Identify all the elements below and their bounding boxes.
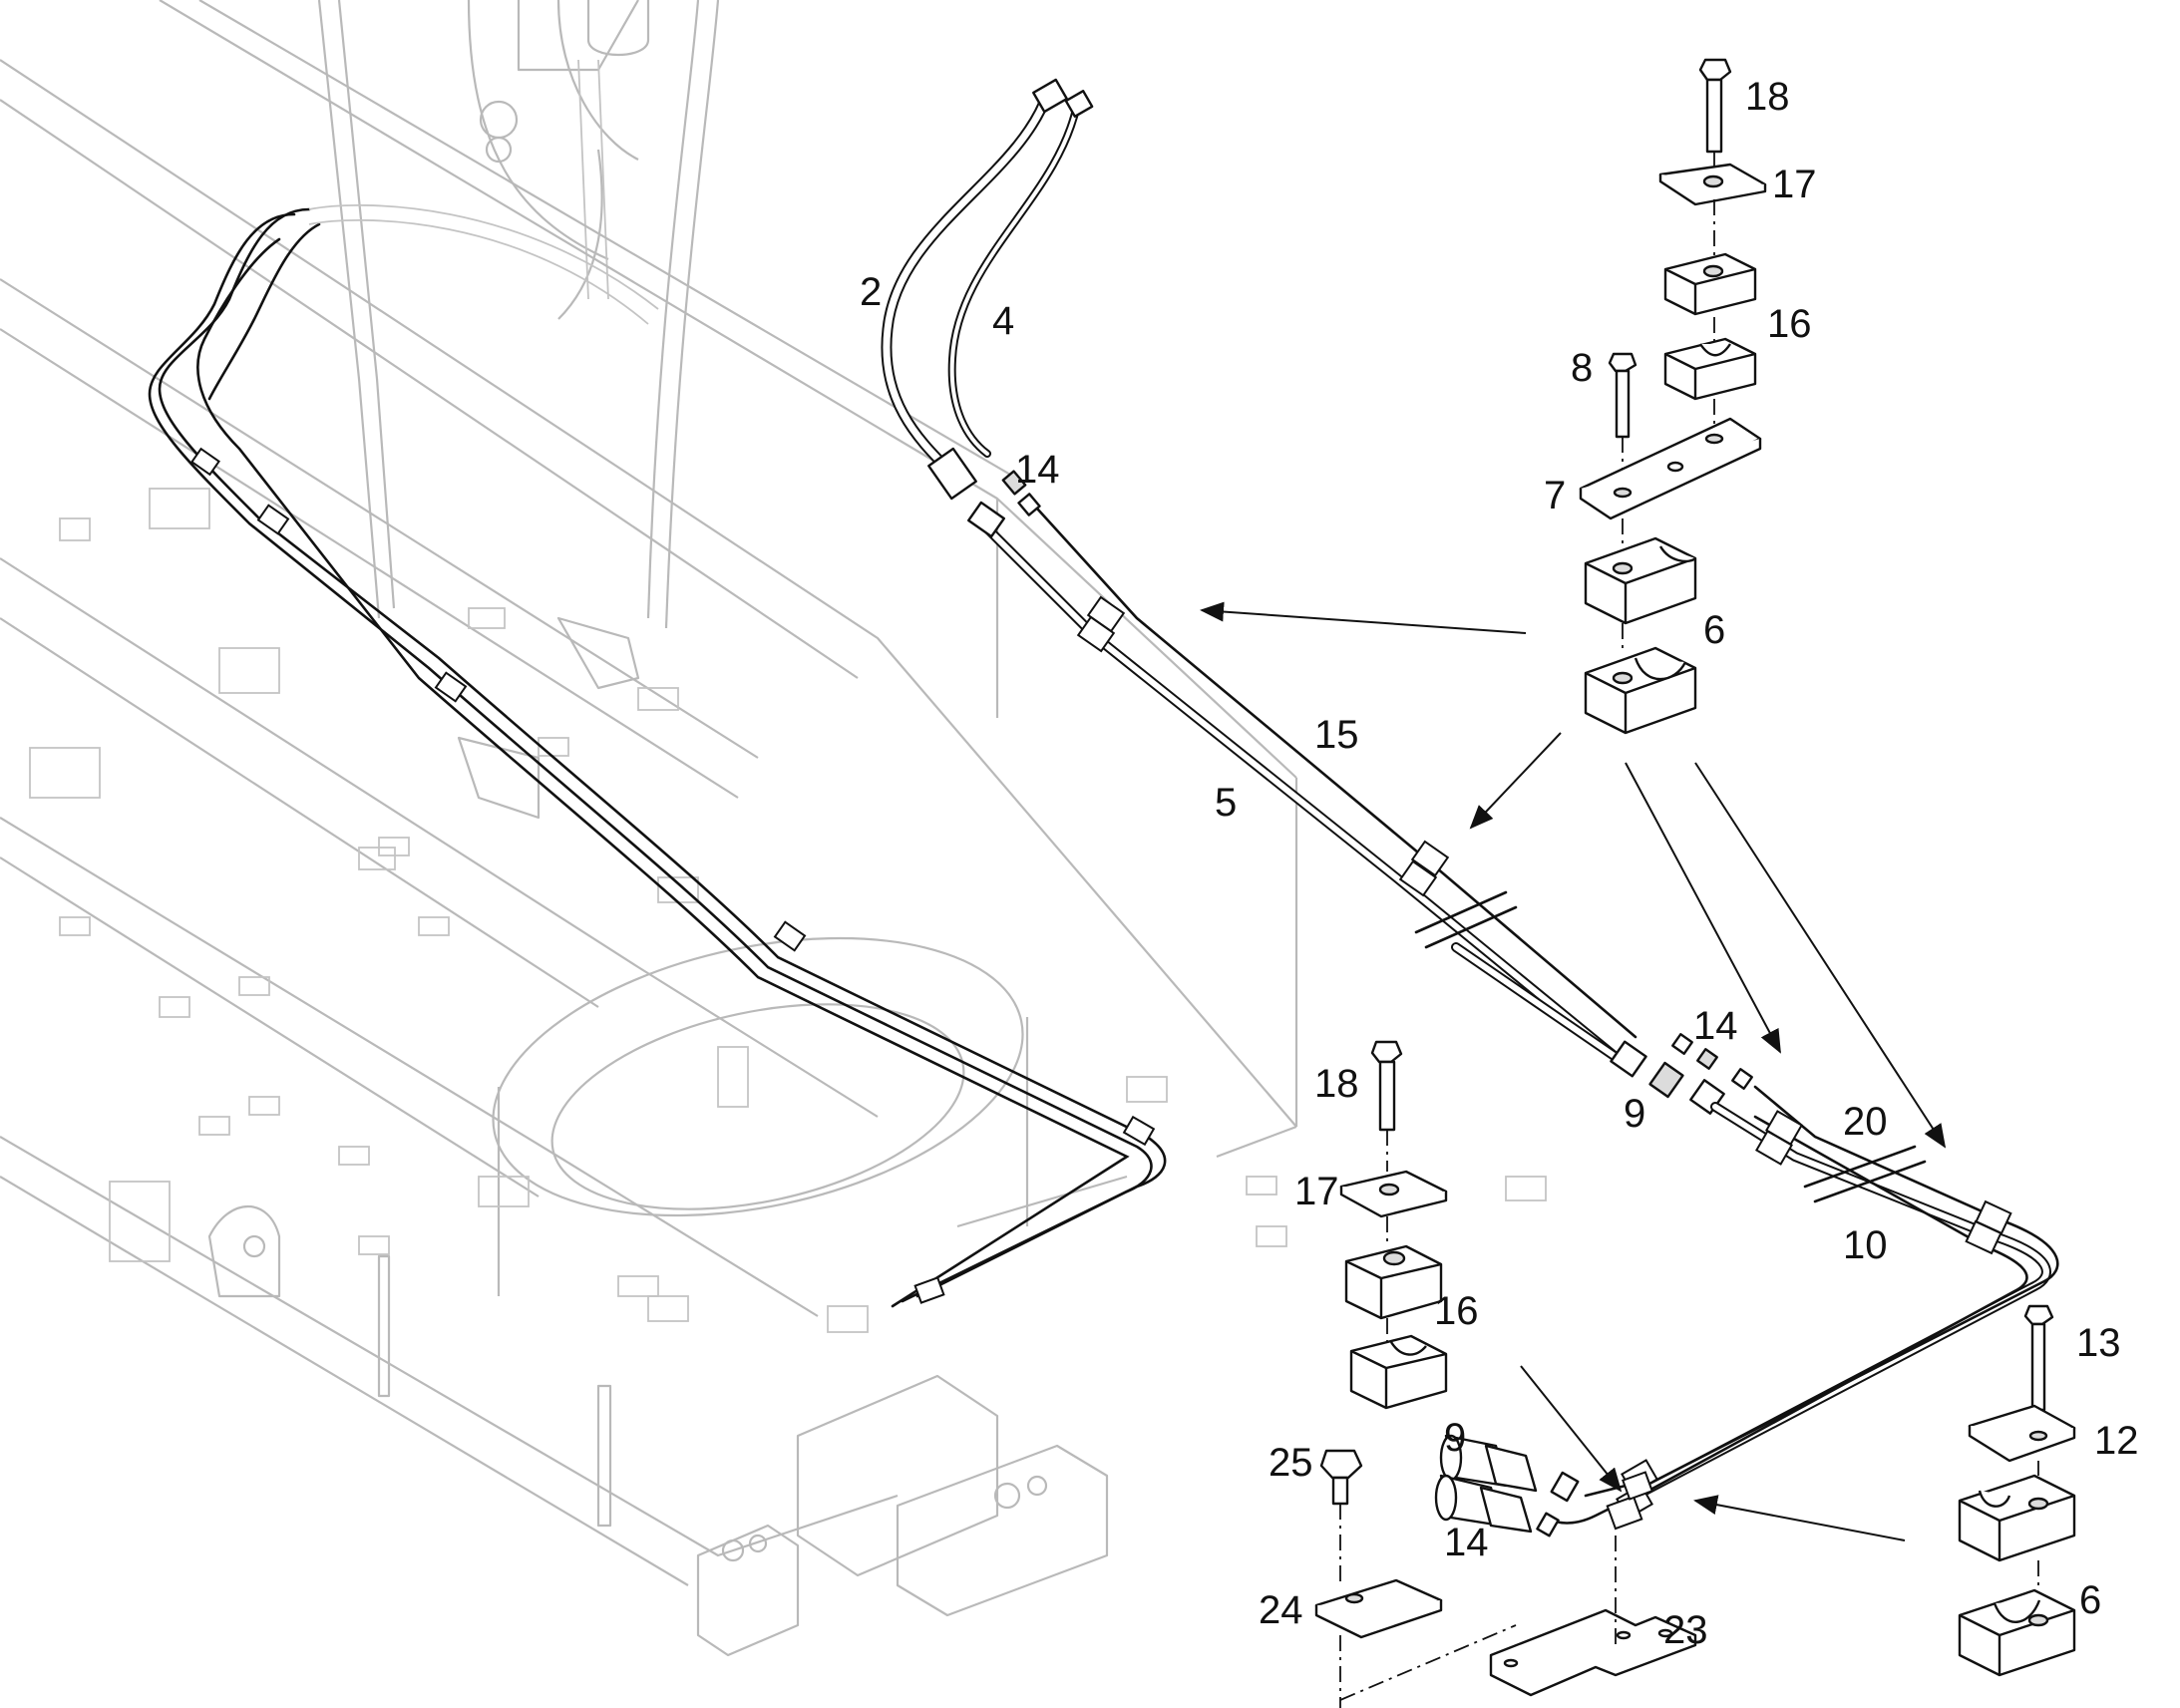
- callout-18-bot: 18: [1314, 1062, 1359, 1106]
- callout-6-top: 6: [1703, 608, 1725, 652]
- callout-25: 25: [1269, 1441, 1313, 1485]
- exploded-hoses: [881, 78, 2059, 1525]
- clamp-stack-right: [1958, 1304, 2076, 1677]
- callout-17-top: 17: [1772, 163, 1817, 206]
- callout-6-bot: 6: [2079, 1578, 2101, 1622]
- callout-14-top: 14: [1015, 448, 1060, 492]
- callout-14-mid: 14: [1693, 1004, 1738, 1048]
- callout-16-top: 16: [1767, 302, 1812, 346]
- callout-10: 10: [1843, 1223, 1888, 1267]
- clamp-stack-top: [1579, 58, 1767, 735]
- callout-5: 5: [1215, 781, 1237, 825]
- callout-9-mid: 9: [1624, 1092, 1645, 1136]
- callout-23: 23: [1663, 1608, 1708, 1652]
- callout-24: 24: [1259, 1588, 1303, 1632]
- callout-20: 20: [1843, 1100, 1888, 1144]
- callout-13: 13: [2076, 1321, 2121, 1365]
- bottom-hardware: [1314, 1434, 1697, 1708]
- callout-17-bot: 17: [1294, 1170, 1339, 1213]
- callout-8: 8: [1571, 346, 1593, 390]
- callout-15: 15: [1314, 713, 1359, 757]
- callout-4: 4: [992, 299, 1014, 343]
- callout-labels: 18 17 16 8 7 6 2 4 14 15 5 14 9 20 10 18…: [860, 75, 2139, 1652]
- callout-16-bot: 16: [1434, 1289, 1479, 1333]
- callout-18-top: 18: [1745, 75, 1790, 119]
- callout-7: 7: [1544, 474, 1566, 517]
- callout-9-bot: 9: [1444, 1416, 1466, 1460]
- leader-arrows: [1200, 601, 1947, 1541]
- clamp-stack-bottom: [1339, 1040, 1448, 1410]
- callout-2: 2: [860, 270, 882, 314]
- callout-14-bot: 14: [1444, 1521, 1489, 1564]
- callout-12: 12: [2094, 1419, 2139, 1463]
- machine-frame: [0, 0, 1547, 1657]
- installed-hose-bundle: [148, 204, 1167, 1308]
